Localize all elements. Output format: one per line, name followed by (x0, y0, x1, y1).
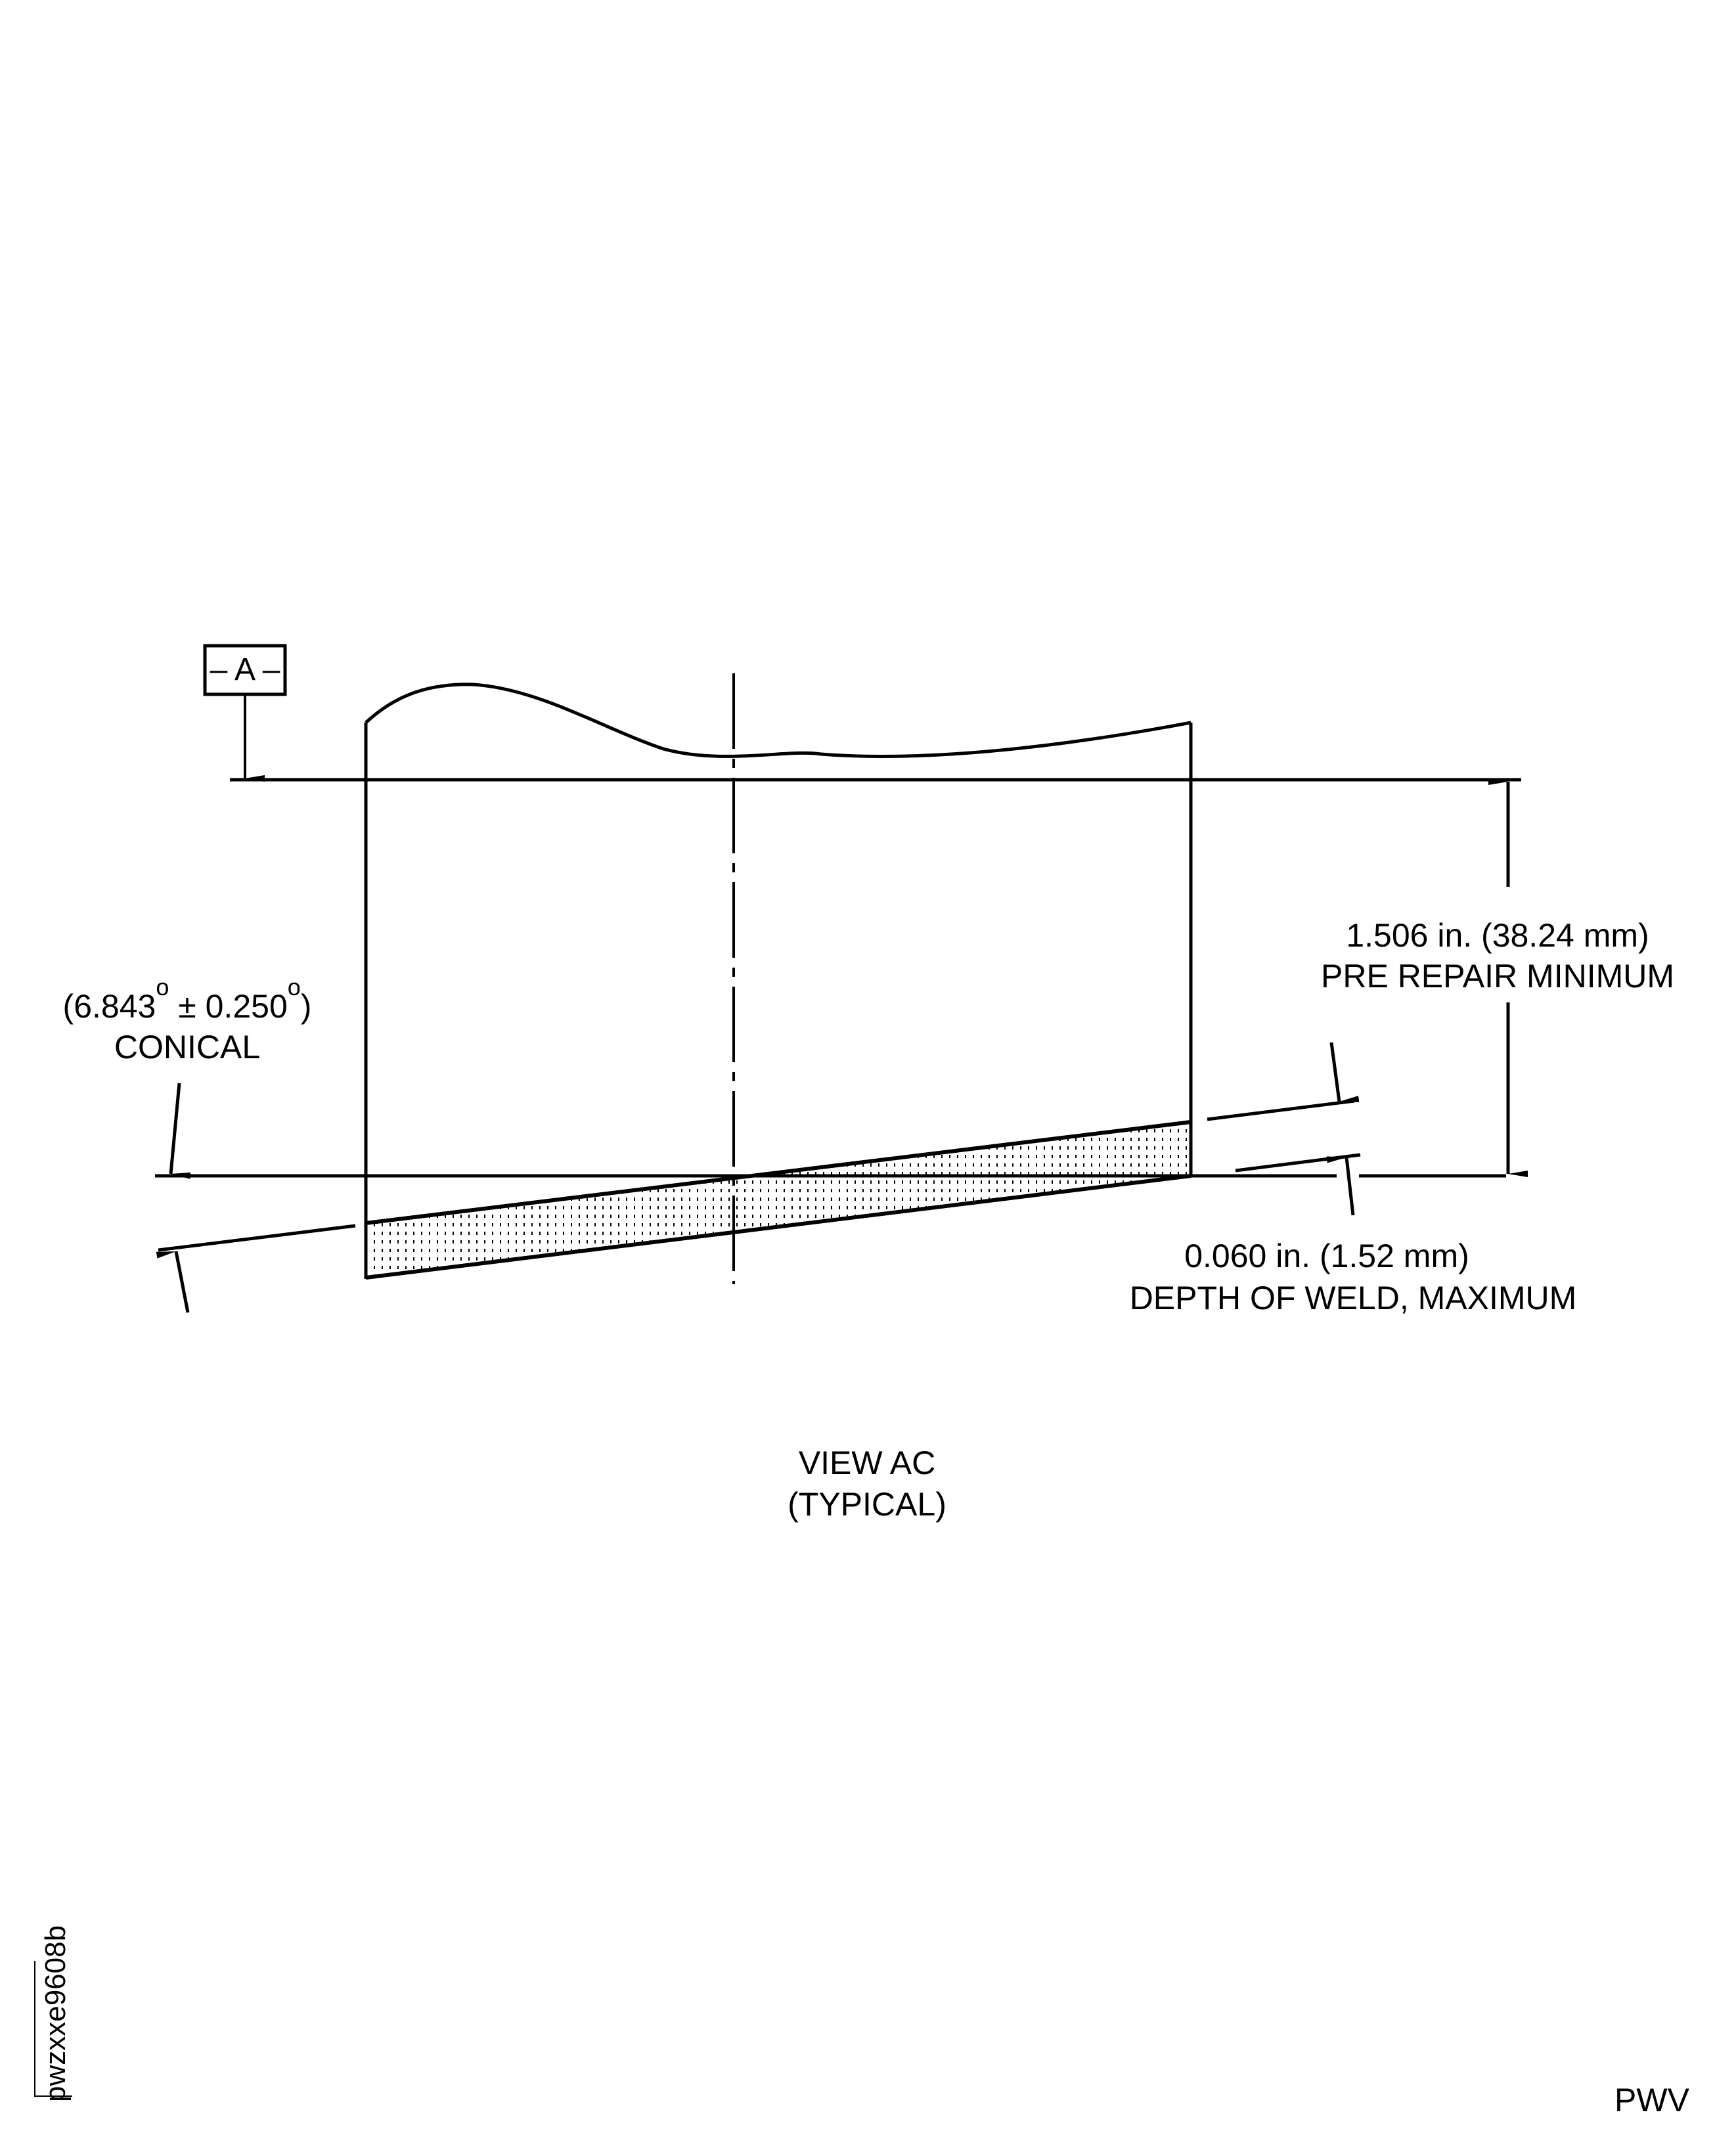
conical-extension-line (158, 1224, 356, 1252)
degree-symbol: o (287, 974, 301, 1000)
datum-a-letter: A (234, 652, 254, 687)
weld-depth-leader-lower (1326, 1156, 1355, 1216)
conical-leader-top (169, 1083, 191, 1179)
degree-symbol: o (156, 974, 169, 1000)
angle-close-paren: ) (300, 988, 312, 1025)
angle-open-paren: ( (62, 988, 74, 1025)
weld-region (366, 1122, 1191, 1278)
height-dim-label: PRE REPAIR MINIMUM (1321, 958, 1674, 995)
weld-dim-value: 0.060 in. (1.52 mm) (1184, 1238, 1469, 1274)
angle-nominal: 6.843 (74, 988, 156, 1025)
datum-a-left-dash: – (210, 652, 228, 687)
view-title: VIEW AC (798, 1445, 936, 1481)
conical-label: CONICAL (114, 1029, 261, 1065)
angle-note: (6.843o ± 0.250o) (46, 974, 328, 1031)
angle-tolerance-sign: ± (178, 988, 196, 1025)
weld-dim-label: DEPTH OF WELD, MAXIMUM (1129, 1280, 1577, 1316)
datum-a-label: – A – (205, 649, 285, 691)
datum-a-box (203, 644, 287, 696)
break-line-curve (365, 683, 1191, 758)
conical-leader-bottom (156, 1251, 190, 1313)
weld-depth-extension-lower (1235, 1153, 1361, 1173)
footer-code: PWV (1614, 2082, 1689, 2118)
angle-tolerance: 0.250 (205, 988, 288, 1025)
weld-bottom-edge (365, 1174, 1191, 1280)
datum-a-right-dash: – (262, 652, 280, 687)
weld-depth-leader-upper (1329, 1042, 1360, 1102)
view-subtitle: (TYPICAL) (788, 1486, 946, 1523)
weld-depth-extension-upper (1207, 1099, 1355, 1121)
figure-id-bracket-base (34, 2095, 72, 2097)
figure-id-bracket (34, 1961, 35, 2095)
weld-top-edge (365, 1120, 1191, 1225)
height-dim-value: 1.506 in. (38.24 mm) (1346, 917, 1649, 954)
figure-id: pwzxxe9608b (39, 1925, 72, 2102)
